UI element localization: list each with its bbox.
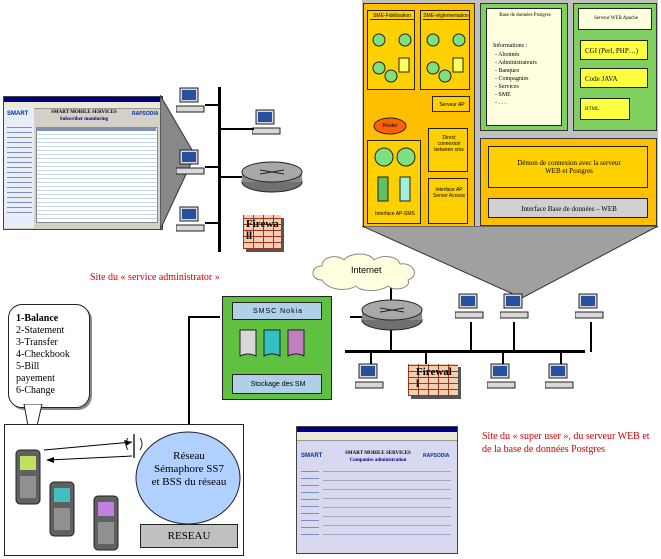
- screenshot-subtitle: Subscriber monitoring: [59, 117, 109, 122]
- router-to-cloud-line: [390, 280, 392, 315]
- java-box: Code JAVA: [580, 68, 648, 88]
- computer-icon: [545, 363, 574, 389]
- computer-icon: [575, 293, 604, 319]
- computer-icon: [487, 363, 516, 389]
- phone-menu-list: 1-Balance 2-Statement 3-Transfer 4-Check…: [16, 313, 76, 397]
- phone-menu-bubble: [8, 304, 90, 408]
- internet-cloud: [312, 253, 415, 291]
- screenshot-title: SMART MOBILE SERVICES: [51, 110, 117, 115]
- router-icon: [241, 161, 303, 193]
- html-box: HTML: [580, 98, 630, 120]
- computer-icon: [176, 149, 205, 175]
- computer-icon: [500, 293, 529, 319]
- db-items-list: - Abonnés - Administrateurs - Banques - …: [495, 52, 537, 106]
- rapsodia-logo: RAPSODIA: [132, 111, 159, 117]
- router-ellipse: [373, 117, 407, 135]
- mobile-phone-icon: [93, 495, 119, 551]
- direct-connexion-box: Direct connexion between sms: [428, 128, 468, 172]
- menu-item-bill: 5-Bill payement: [16, 361, 55, 384]
- smsc-link-line: [188, 316, 220, 318]
- interface-ap-sms-box: Interface AP-SMS: [367, 140, 421, 224]
- menu-item-balance: 1-Balance: [16, 313, 59, 324]
- monitoring-table: [36, 127, 158, 223]
- window-titlebar: [4, 97, 162, 102]
- sm-storage-icons: [239, 329, 305, 357]
- mobile-phone-icon: [49, 481, 75, 537]
- router-ellipse-label: Router: [382, 123, 398, 129]
- smsc-vertical-line: [188, 316, 190, 426]
- web-server-title-box: Serveur WEB Apache: [578, 8, 652, 30]
- cgi-box: CGI (Perl, PHP…): [580, 40, 648, 60]
- smart-logo: SMART: [7, 111, 29, 117]
- upper-bus-vertical: [218, 87, 221, 252]
- interface-ap-server-box: Interface AP Server Access: [428, 178, 468, 224]
- serveur-ap-box: Serveur AP: [432, 96, 470, 112]
- signal-arrows: [43, 440, 133, 463]
- window-titlebar: [297, 427, 457, 432]
- menu-item-transfer: 3-Transfer: [16, 337, 58, 348]
- reseau-label-box: RESEAU: [140, 524, 238, 548]
- menu-item-checkbook: 4-Checkbook: [16, 349, 70, 360]
- computer-icon: [176, 87, 205, 113]
- computer-icon: [355, 363, 384, 389]
- sme-fidelisation-label: SME-Fidélisation: [370, 13, 414, 20]
- server-panel-cone: [362, 226, 659, 299]
- router-icon: [361, 299, 423, 331]
- admin-form: [323, 471, 451, 543]
- firewall-upper: [243, 215, 281, 249]
- internet-label: Internet: [351, 265, 382, 275]
- upper-router-link: [220, 176, 260, 178]
- interface-db-web-box: Interface Base de données – WEB: [488, 198, 648, 218]
- screenshot-title: SMART MOBILE SERVICES: [345, 451, 411, 456]
- computer-icon: [252, 109, 281, 135]
- menu-item-change: 6-Change: [16, 385, 55, 396]
- computer-icon: [176, 206, 205, 232]
- reseau-ellipse-text: Réseau Sémaphore SS7 et BSS du réseau: [151, 450, 227, 488]
- subscriber-monitoring-screenshot: SMART RAPSODIA SMART MOBILE SERVICES Sub…: [3, 96, 163, 230]
- site-admin-label: Site du « service administrator »: [90, 272, 220, 283]
- smart-logo: SMART: [301, 453, 323, 459]
- rapsodia-logo: RAPSODIA: [423, 453, 450, 459]
- screenshot-subtitle: Companies administration: [349, 458, 407, 463]
- daemon-box: Démon de connexion avec la serveur WEB e…: [488, 146, 648, 188]
- left-screen-cone: [160, 95, 196, 231]
- firewall-lower-label: Firewall: [416, 366, 452, 390]
- sme-reglementation-label: SME-réglementation: [423, 13, 469, 20]
- site-super-label: Site du « super user », du serveur WEB e…: [482, 431, 650, 455]
- mobile-phone-icon: [15, 449, 41, 505]
- smsc-title-box: SMSC Nokia: [232, 302, 322, 320]
- sme-module-circles: [372, 33, 466, 83]
- lower-bus-horizontal: [345, 350, 585, 353]
- postgres-db-box: Base de données Postgres Informations : …: [486, 8, 562, 126]
- firewall-lower: [408, 364, 458, 396]
- companies-admin-screenshot: SMART RAPSODIA SMART MOBILE SERVICES Com…: [296, 426, 458, 554]
- stockage-box: Stockage des SM: [232, 374, 322, 394]
- menu-item-statement: 2-Statement: [16, 325, 65, 336]
- computer-icon: [455, 293, 484, 319]
- firewall-upper-label: Firewall: [246, 218, 279, 242]
